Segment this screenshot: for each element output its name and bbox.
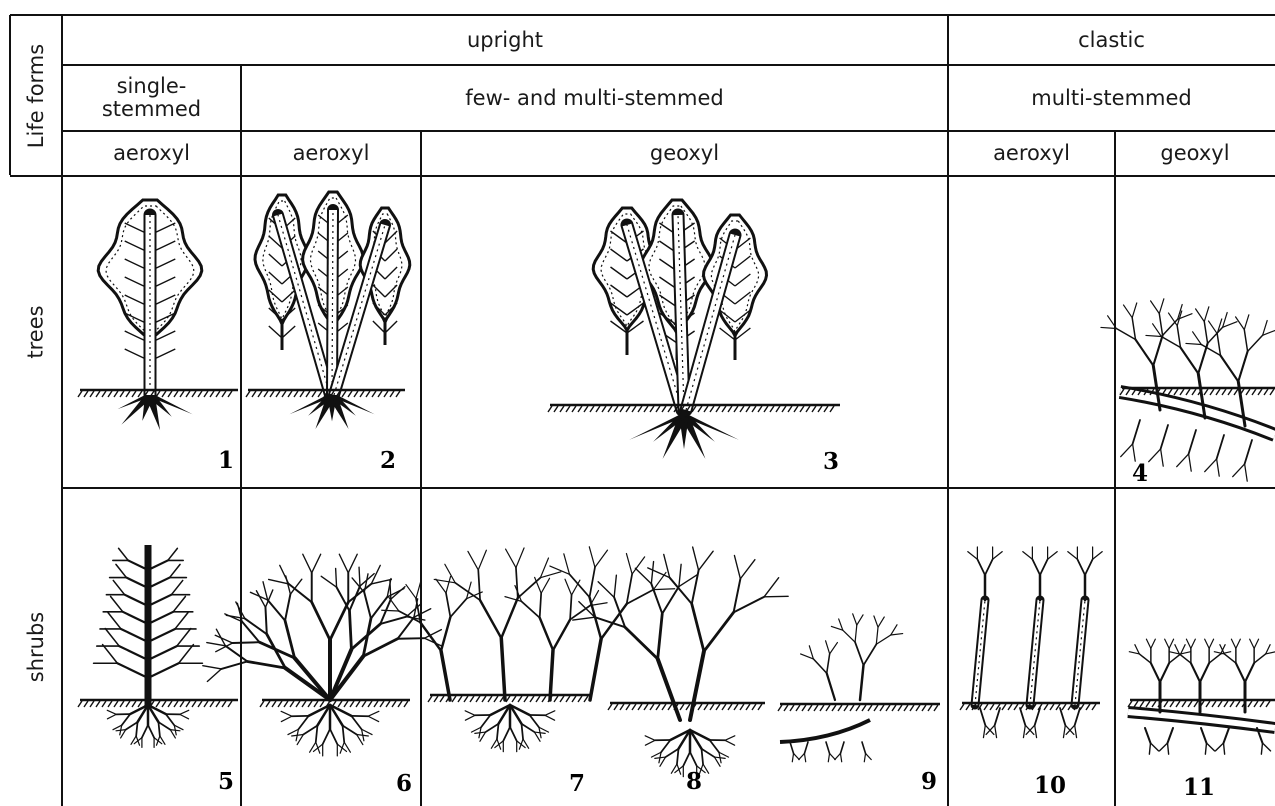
life-forms-label: Life forms [10, 15, 62, 176]
row-label-shrubs: shrubs [10, 488, 62, 806]
figure-number-10: 10 [1034, 772, 1066, 799]
figure-number-1: 1 [218, 447, 234, 474]
figure-number-11: 11 [1183, 774, 1215, 801]
figure-number-7: 7 [569, 770, 585, 797]
figure-number-8: 8 [686, 768, 702, 795]
shrub-figure-8 [573, 547, 788, 777]
row-label-trees: trees [10, 176, 62, 488]
figure-number-5: 5 [218, 768, 234, 795]
header-single-stemmed: single- stemmed [62, 65, 241, 131]
tree-figure-2 [246, 192, 410, 429]
shrub-figure-9 [778, 614, 940, 762]
shrub-figure-10 [960, 547, 1102, 738]
header-upright: upright [62, 15, 948, 65]
shrub-figure-11 [1128, 639, 1275, 754]
figure-number-6: 6 [396, 770, 412, 797]
header-geoxyl-clastic: geoxyl [1115, 131, 1275, 176]
header-geoxyl-multi: geoxyl [421, 131, 948, 176]
header-aeroxyl-clastic: aeroxyl [948, 131, 1115, 176]
shrub-figure-7 [382, 547, 675, 752]
tree-figure-1 [78, 200, 238, 430]
figure-number-2: 2 [380, 447, 396, 474]
header-few-multi-stemmed: few- and multi-stemmed [241, 65, 948, 131]
header-aeroxyl-single: aeroxyl [62, 131, 241, 176]
header-multi-stemmed: multi-stemmed [948, 65, 1275, 131]
figure-number-9: 9 [921, 768, 937, 795]
figure-number-3: 3 [823, 448, 839, 475]
shrub-figure-5 [78, 545, 238, 747]
header-aeroxyl-multi: aeroxyl [241, 131, 421, 176]
tree-figure-4 [1101, 299, 1275, 481]
tree-figure-3 [548, 200, 840, 459]
header-clastic: clastic [948, 15, 1275, 65]
figure-number-4: 4 [1132, 460, 1148, 487]
